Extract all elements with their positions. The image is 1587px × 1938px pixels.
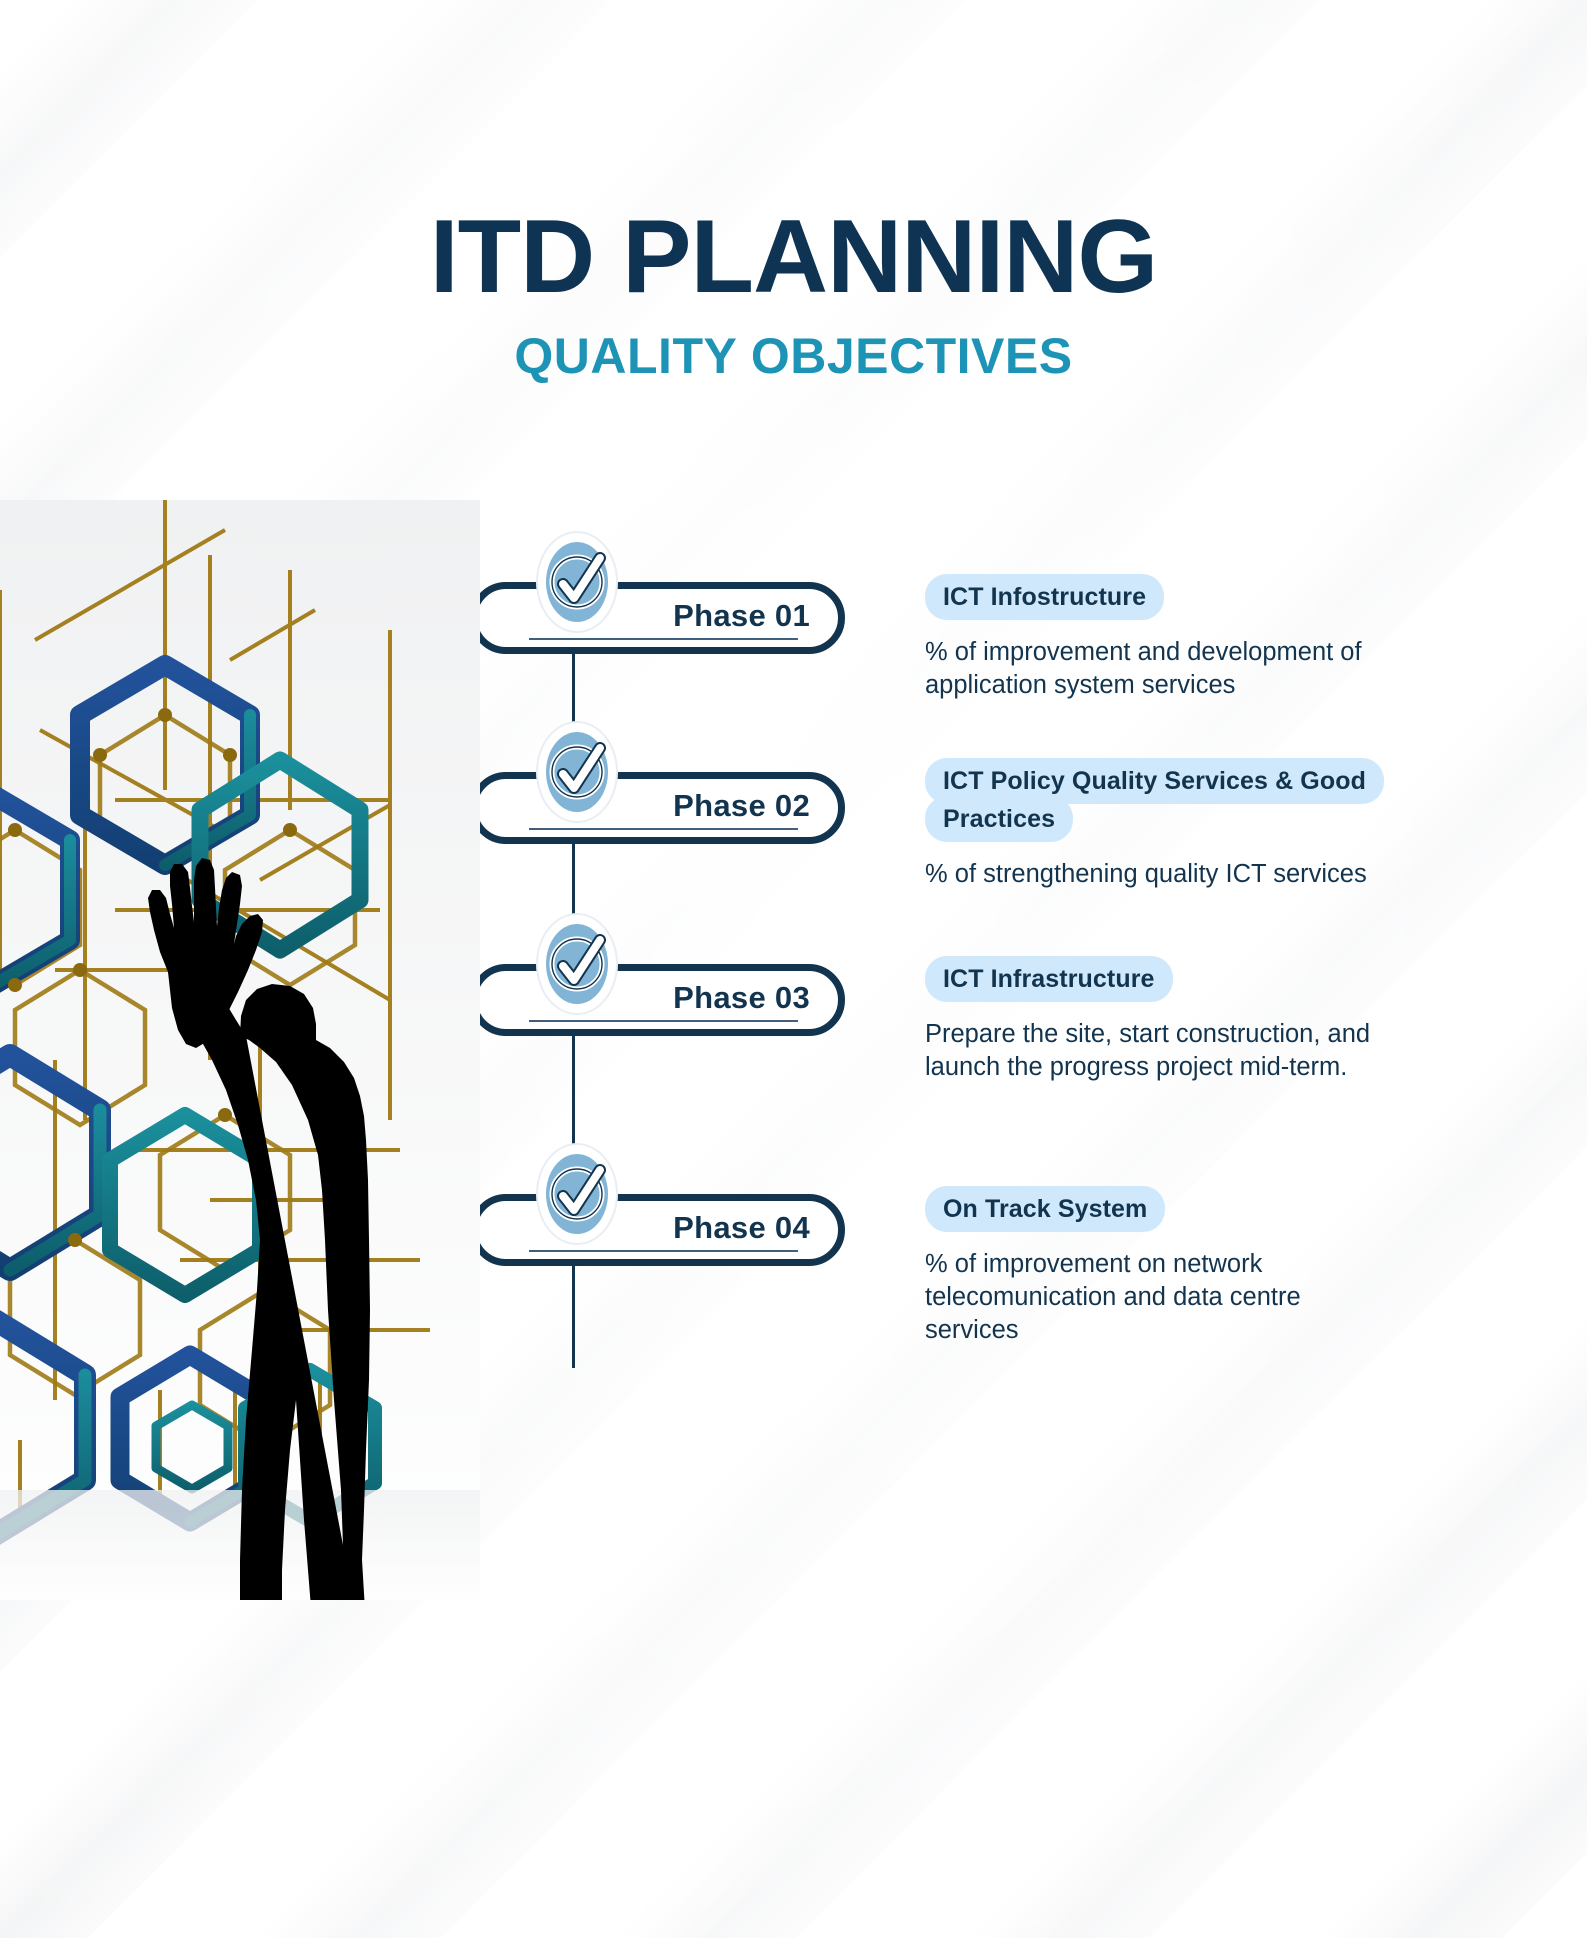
phase-content: ICT Infostructure % of improvement and d… [925,574,1525,702]
check-circle-icon [534,720,620,824]
phase-description: Prepare the site, start construction, an… [925,1020,1371,1082]
phase-card[interactable]: Phase 02 [470,772,845,844]
status-badge: ICT Policy Quality Services & Good Pract… [925,758,1384,842]
badge-wrapper: ICT Infrastructure [925,956,1525,1002]
phase-card[interactable]: Phase 01 [470,582,845,654]
phase-description: % of strengthening quality ICT services [925,860,1367,888]
hexagon-network-illustration [0,500,480,1600]
timeline: Phase 01 ICT Infostructure % of improvem… [470,530,1530,1590]
check-circle-icon [534,1142,620,1246]
status-badge: ICT Infostructure [925,574,1165,620]
phase-underline [529,1020,798,1022]
phase-underline [529,1250,798,1252]
phase-content: ICT Policy Quality Services & Good Pract… [925,758,1525,891]
check-circle-icon [534,912,620,1016]
badge-wrapper: ICT Infostructure [925,574,1525,620]
status-badge: ICT Infrastructure [925,956,1173,1002]
phase-content: On Track System % of improvement on netw… [925,1186,1525,1347]
phase-card[interactable]: Phase 03 [470,964,845,1036]
phase-label: Phase 02 [673,788,810,824]
phase-label: Phase 04 [673,1210,810,1246]
phase-underline [529,638,798,640]
phase-description: % of improvement and development of appl… [925,638,1362,700]
check-circle-icon [534,530,620,634]
badge-wrapper: ICT Policy Quality Services & Good Pract… [925,758,1384,842]
page-title: ITD PLANNING [429,199,1159,315]
phase-label: Phase 03 [673,980,810,1016]
header: ITD PLANNING QUALITY OBJECTIVES [0,205,1587,381]
phase-underline [529,828,798,830]
badge-wrapper: On Track System [925,1186,1525,1232]
phase-label: Phase 01 [673,598,810,634]
phase-description: % of improvement on network telecomunica… [925,1250,1301,1345]
page-subtitle: QUALITY OBJECTIVES [514,328,1073,384]
phase-card[interactable]: Phase 04 [470,1194,845,1266]
status-badge: On Track System [925,1186,1166,1232]
phase-content: ICT Infrastructure Prepare the site, sta… [925,956,1525,1084]
